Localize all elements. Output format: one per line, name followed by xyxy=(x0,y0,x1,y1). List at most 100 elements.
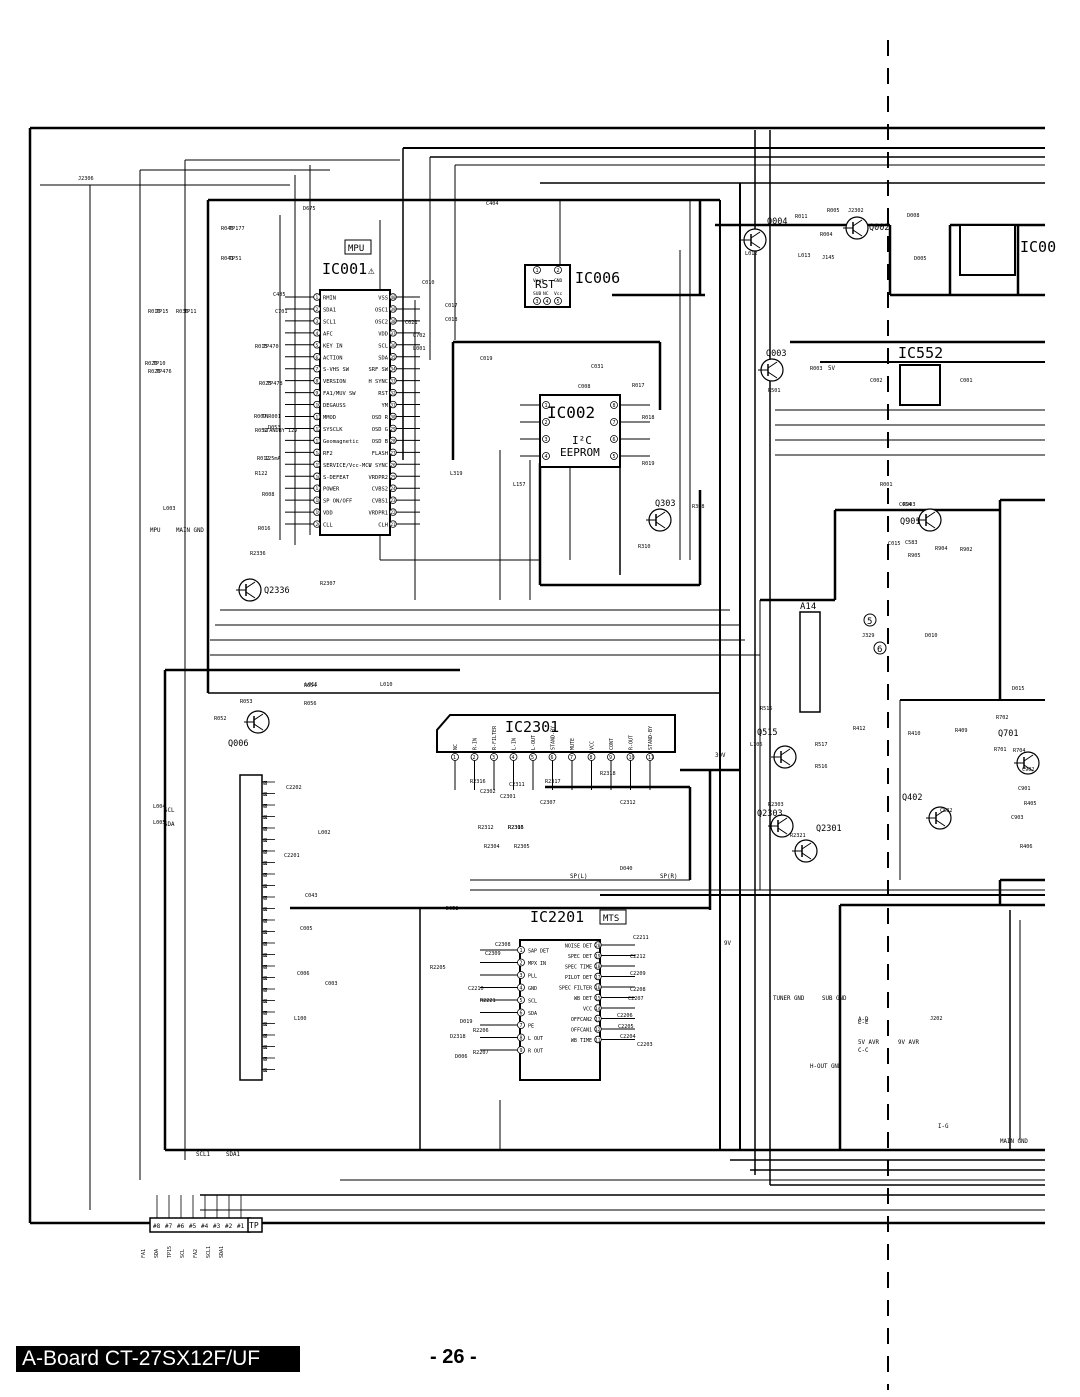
ic006-pin-number: 4 xyxy=(546,299,549,305)
ic2301-pin-label: STAND-BY xyxy=(551,726,557,750)
ic001-pin-number: 26 xyxy=(391,462,397,467)
component-ref-label: R2304 xyxy=(484,844,500,850)
ic001-pin-number: 16 xyxy=(316,474,322,480)
ic2201-pin-label: PLL xyxy=(528,974,537,980)
net-label: 5V xyxy=(828,366,835,372)
ic001-pin-label: SP ON/OFF xyxy=(323,499,352,505)
component-ref-label: C017 xyxy=(445,303,458,309)
ic001-name: IC001 xyxy=(322,260,367,278)
net-label: A-D xyxy=(858,1017,869,1023)
ic001-pin-label: S-DEFEAT xyxy=(323,475,350,481)
ic001-body xyxy=(319,289,391,536)
component-ref-label: R704 xyxy=(1013,748,1026,754)
ic001-pin-number: 33 xyxy=(391,379,397,384)
ic001-pin-number: 10 xyxy=(316,403,322,409)
ic2301-pin-label: R-FILTER xyxy=(492,725,498,750)
component-ref-label: R2316 xyxy=(470,779,486,785)
tp-bottom-label: FA2 xyxy=(193,1249,199,1258)
ic002-pin-number: 3 xyxy=(545,437,548,443)
component-ref-label: L106 xyxy=(750,742,763,748)
model-label: A-Board CT-27SX12F/UF xyxy=(16,1346,300,1372)
component-ref-label: R2305 xyxy=(514,844,530,850)
component-ref-label: L319 xyxy=(450,471,463,477)
ic001-pin-label: S-VHS SW xyxy=(323,367,350,373)
component-ref-label: R005 xyxy=(827,208,840,214)
ic002-pin-number: 8 xyxy=(613,403,616,409)
tp-tag-text: TP xyxy=(249,1221,259,1230)
ic001-pin-number: 35 xyxy=(391,355,397,360)
ic001-pin-number: 19 xyxy=(316,510,322,516)
tp-pin-label: #8 xyxy=(153,1223,161,1230)
component-ref-label: D053 xyxy=(268,425,281,431)
ic001-pin-label: KEY IN xyxy=(323,343,342,349)
ic006-rst-label: RST xyxy=(535,278,555,291)
tp-bottom-label: SCL1 xyxy=(206,1246,212,1258)
side-marker-5: 5 xyxy=(863,613,877,627)
tp-pin-label: #3 xyxy=(213,1223,221,1230)
component-ref-label: R517 xyxy=(815,742,828,748)
ic001-pin-label: V SYNC xyxy=(369,463,388,469)
ic001-pin-label: H SYNC xyxy=(369,379,388,385)
ic001-pin-label: SYSCLK xyxy=(323,427,343,433)
component-ref-label: R054 xyxy=(304,683,317,689)
ic001-pin-number: 27 xyxy=(391,450,397,455)
tuner-connector-pin-mark: ⊠ xyxy=(263,848,267,856)
ic001-pin-number: 8 xyxy=(316,379,319,385)
transistor-label-q701: Q701 xyxy=(998,729,1018,739)
ic001-pin-label: Geomagnetic xyxy=(323,439,359,445)
ic2301-pin-number: 10 xyxy=(629,755,635,761)
component-ref-label: C2212 xyxy=(630,954,646,960)
transistor-label-q2301: Q2301 xyxy=(816,824,842,834)
component-ref-label: R017 xyxy=(632,383,645,389)
ic2201-pin-label: SPEC TIME xyxy=(565,965,592,971)
ic001-pin-label: OSC2 xyxy=(375,319,388,325)
component-ref-label: R2303 xyxy=(768,802,784,808)
ic2201-pin-label: OFFCAN1 xyxy=(571,1028,592,1034)
component-ref-label: J329 xyxy=(862,633,875,639)
ic001-pin-label: SDA1 xyxy=(323,307,336,313)
component-ref-label: L157 xyxy=(513,482,526,488)
component-ref-label: C2206 xyxy=(617,1013,633,1019)
component-ref-label: R011 xyxy=(795,214,808,220)
ic001-pin-label: SCL1 xyxy=(323,319,336,325)
tuner-connector-pin-mark: ⊠ xyxy=(263,929,267,937)
component-ref-label: R516 xyxy=(815,764,828,770)
ic2201-pin-number: 7 xyxy=(520,1023,523,1029)
ic002-i2c-label: I²C xyxy=(572,434,592,447)
component-ref-label: R016 xyxy=(258,526,271,532)
ic001-pin-number: 17 xyxy=(316,486,322,492)
ic2201-pin-number: 18 xyxy=(595,964,601,970)
component-ref-label: C002 xyxy=(870,378,883,384)
net-label: SCL xyxy=(164,808,175,814)
component-ref-label: R053 xyxy=(240,699,253,705)
ic001-pin-label: CLL xyxy=(323,523,333,529)
ic001-pin-number: 1 xyxy=(316,295,319,301)
ic2201-pin-label: SAP DET xyxy=(528,949,549,955)
ic001-pin-number: 3 xyxy=(316,319,319,325)
component-ref-label: R004 xyxy=(820,232,833,238)
ic2201-pin-number: 14 xyxy=(595,1006,601,1012)
ic2201-pin-number: 3 xyxy=(520,973,523,979)
ic2201-pin-label: PE xyxy=(528,1024,534,1030)
component-ref-label: R012 xyxy=(257,456,270,462)
component-ref-label: C701 xyxy=(275,309,288,315)
ic2301-pin-label: R-OUT xyxy=(629,735,635,750)
component-ref-label: R030 xyxy=(176,309,189,315)
tuner-connector-pin-mark: ⊠ xyxy=(263,952,267,960)
component-ref-label: C405 xyxy=(273,292,286,298)
component-ref-label: TP15 xyxy=(156,309,169,315)
ic2301-pin-label: VCC xyxy=(590,741,596,750)
component-ref-label: L100 xyxy=(294,1016,307,1022)
net-label: C-C xyxy=(858,1048,869,1054)
ic001-pin-number: 18 xyxy=(316,498,322,504)
component-ref-label: R412 xyxy=(853,726,866,732)
component-ref-label: C2302 xyxy=(480,789,496,795)
ic001-pin-label: OSD R xyxy=(372,415,389,421)
component-ref-label: R410 xyxy=(908,731,921,737)
a14-body xyxy=(799,611,821,713)
component-ref-label: L003 xyxy=(163,506,176,512)
net-label: H-OUT GND xyxy=(810,1064,842,1070)
component-ref-label: C901 xyxy=(1018,786,1031,792)
ic001-pin-number: 20 xyxy=(316,522,322,528)
